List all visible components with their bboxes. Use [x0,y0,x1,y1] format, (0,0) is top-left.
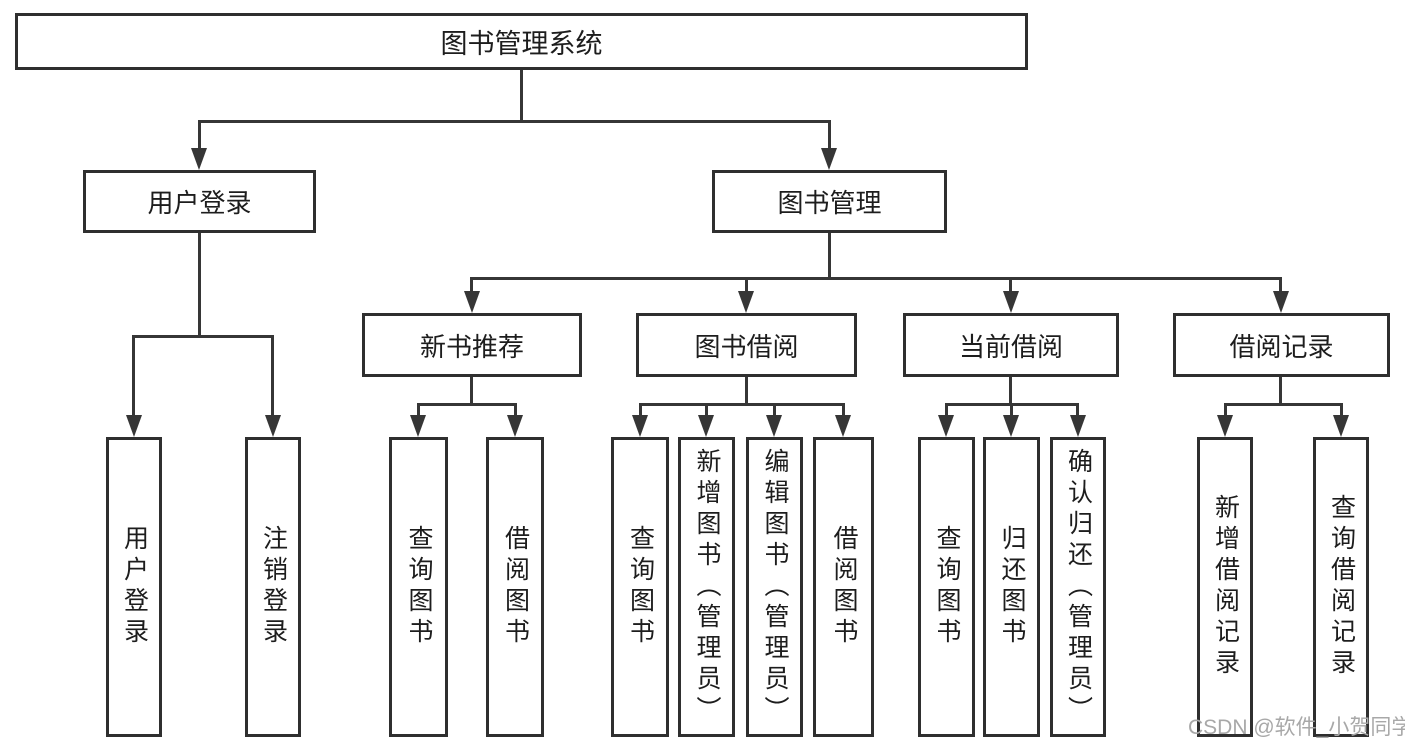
connector-line [132,335,274,338]
arrow-down-icon [507,415,523,437]
connector-line [198,120,830,123]
csdn-watermark: CSDN @软件_小贺同学 [1188,716,1405,739]
connector-line [745,277,748,297]
arrow-down-icon [1333,415,1349,437]
connector-line [417,403,420,419]
connector-line [639,403,642,419]
leaf-return-books: 归还图书 [983,437,1040,737]
leaf-query-books-current: 查询图书 [918,437,975,737]
node-library-management-system: 图书管理系统 [15,13,1028,70]
node-label: 确认归还（管理员） [1064,447,1093,727]
leaf-add-borrow-record: 新增借阅记录 [1197,437,1253,737]
node-label: 查询借阅记录 [1327,494,1356,680]
arrow-down-icon [1070,415,1086,437]
connector-line [1076,403,1079,419]
connector-line [1009,277,1012,297]
arrow-down-icon [766,415,782,437]
leaf-confirm-return-admin: 确认归还（管理员） [1050,437,1106,737]
node-label: 借阅记录 [1229,331,1334,362]
arrow-down-icon [464,291,480,313]
connector-line [470,377,473,406]
arrow-down-icon [821,148,837,170]
arrow-down-icon [738,291,754,313]
connector-line [198,233,201,338]
connector-line [417,403,517,406]
connector-line [1224,403,1342,406]
connector-line [520,70,523,122]
connector-line [1279,277,1282,297]
leaf-user-login: 用户登录 [106,437,162,737]
connector-line [945,403,948,419]
arrow-down-icon [126,415,142,437]
arrow-down-icon [1217,415,1233,437]
node-user-login: 用户登录 [83,170,316,233]
arrow-down-icon [938,415,954,437]
node-label: 图书借阅 [694,331,799,362]
connector-line [132,335,135,417]
arrow-down-icon [1273,291,1289,313]
connector-line [1009,377,1012,406]
node-label: 编辑图书（管理员） [761,447,789,727]
connector-line [828,233,831,279]
connector-line [639,403,844,406]
connector-line [1010,403,1013,419]
connector-line [1224,403,1227,419]
leaf-query-borrow-record: 查询借阅记录 [1313,437,1369,737]
node-current-borrowing: 当前借阅 [903,313,1119,377]
arrow-down-icon [1003,415,1019,437]
connector-line [470,277,1282,280]
arrow-down-icon [1003,291,1019,313]
node-label: 借阅图书 [830,525,858,649]
leaf-query-books-recommend: 查询图书 [389,437,448,737]
node-label: 借阅图书 [501,525,530,649]
node-label: 归还图书 [998,525,1026,649]
connector-line [198,120,201,150]
node-book-management: 图书管理 [712,170,947,233]
node-borrowing-records: 借阅记录 [1173,313,1390,377]
node-label: 图书管理系统 [440,29,603,59]
node-new-book-recommendation: 新书推荐 [362,313,582,377]
leaf-edit-books-admin: 编辑图书（管理员） [746,437,803,737]
leaf-logout: 注销登录 [245,437,301,737]
arrow-down-icon [265,415,281,437]
node-label: 用户登录 [120,525,149,649]
node-label: 新书推荐 [419,331,524,362]
arrow-down-icon [835,415,851,437]
connector-line [828,120,831,150]
node-label: 图书管理 [777,188,882,218]
connector-line [773,403,776,419]
leaf-query-books-borrowing: 查询图书 [611,437,669,737]
arrow-down-icon [632,415,648,437]
node-label: 新增图书（管理员） [693,447,721,727]
connector-line [271,335,274,417]
node-label: 查询图书 [405,525,433,649]
arrow-down-icon [410,415,426,437]
node-label: 当前借阅 [958,331,1063,362]
arrow-down-icon [698,415,714,437]
connector-line [705,403,708,419]
leaf-borrow-books: 借阅图书 [813,437,874,737]
node-label: 查询图书 [626,525,655,649]
connector-line [470,277,473,297]
leaf-borrow-books-recommend: 借阅图书 [486,437,544,737]
connector-line [1340,403,1343,419]
connector-line [1279,377,1282,406]
node-label: 用户登录 [147,188,252,218]
leaf-add-books-admin: 新增图书（管理员） [678,437,735,737]
connector-line [842,403,845,419]
connector-line [745,377,748,406]
arrow-down-icon [191,148,207,170]
node-book-borrowing: 图书借阅 [636,313,857,377]
node-label: 注销登录 [259,525,288,649]
node-label: 查询图书 [933,525,961,649]
connector-line [514,403,517,419]
node-label: 新增借阅记录 [1211,494,1240,680]
